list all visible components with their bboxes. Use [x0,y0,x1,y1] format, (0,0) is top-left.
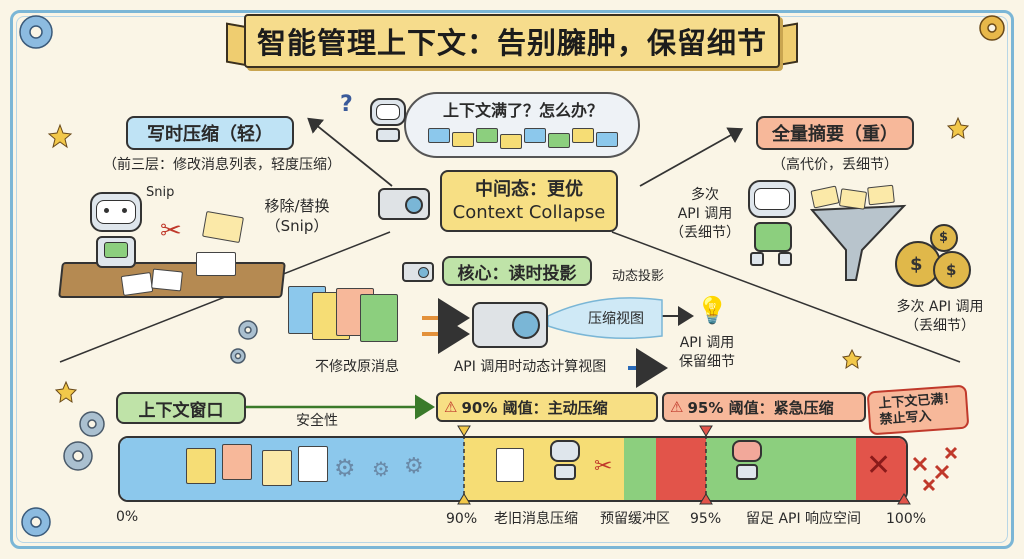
tick-95: 95% [690,511,722,527]
dynamic-projection-text: 动态投影 [612,269,665,284]
tick-0: 0% [116,509,139,525]
api-space-text: 留足 API 响应空间 [746,511,862,527]
tick-90: 90% [446,511,478,527]
summary-robot [744,180,800,266]
message-card [222,444,252,480]
message-card [452,132,474,147]
urgent-robot [730,440,764,480]
bar-full-region [856,438,906,500]
warning-icon: ⚠ [444,398,458,416]
gear-icon [63,320,258,471]
question-text: 上下文满了？怎么办？ [442,101,603,120]
star-icon [47,116,970,404]
api-keep-text: API 调用 保留细节 [679,335,735,370]
gear-icon [21,507,51,537]
question-mark-icon: ? [340,92,353,117]
full-summary-subtitle: （高代价，丢细节） [772,157,898,173]
api-compute-text: API 调用时动态计算视图 [453,359,607,375]
warn-95-text: 95% 阈值：紧急压缩 [687,398,834,417]
message-card [262,450,292,486]
projector-icon [378,188,430,220]
snip-action-text: 移除/替换 （Snip） [264,197,330,236]
bar-api-space-region [706,438,856,500]
context-collapse-line1: 中间态：更优 [475,178,583,200]
gear-icon: ⚙ [404,454,424,479]
bar-compress-region [464,438,624,500]
scissors-icon: ✂ [594,454,613,479]
close-icon: ✕ [866,448,892,483]
context-collapse-line2: Context Collapse [452,202,606,223]
projector-big-icon [472,302,548,348]
worried-robot [368,98,408,142]
compressed-view-text: 压缩视图 [588,311,644,327]
message-card [548,133,570,148]
message-card [298,446,328,482]
threshold-95-marker [699,425,713,505]
warn-90-box: ⚠ 90% 阈值：主动压缩 [436,392,658,422]
message-card [428,128,450,143]
paper-stack [196,252,236,276]
compress-old-text: 老旧消息压缩 [494,511,578,527]
dollar-icon: $ [939,230,949,245]
dollar-icon: $ [946,261,957,279]
title-banner: 智能管理上下文：告别臃肿，保留细节 [244,14,780,68]
no-modify-text: 不修改原消息 [315,359,399,375]
context-window-label: 上下文窗口 [116,392,246,424]
message-stack [288,284,416,354]
dollar-icon: $ [910,254,923,275]
page-title: 智能管理上下文：告别臃肿，保留细节 [256,26,767,60]
compress-robot [548,440,582,480]
page-frame [10,10,1014,549]
tick-100: 100% [886,511,927,527]
message-card [476,128,498,143]
gear-icon: ⚙ [372,457,390,481]
x-mark-icon [912,446,958,492]
money-bag-icon [895,224,971,289]
message-card [186,448,216,484]
message-card [496,448,524,482]
write-time-compress-subtitle: （前三层：修改消息列表，轻度压缩） [103,157,341,173]
full-summary-label: 全量摘要（重） [756,116,914,150]
core-label: 核心：读时投影 [442,256,592,286]
scissors-icon: ✂ [160,216,182,246]
lightbulb-icon: 💡 [696,296,729,326]
safety-text: 安全性 [296,413,338,429]
gear-icon [979,15,1005,41]
question-cloud [404,92,640,158]
warn-90-text: 90% 阈值：主动压缩 [461,398,608,417]
warning-icon: ⚠ [670,398,684,416]
bar-buffer-region [624,438,656,500]
projector-small-icon [402,262,434,282]
snip-robot [86,192,146,272]
message-card [572,128,594,143]
gear-icon: ⚙ [334,454,356,482]
message-card [500,134,522,149]
bar-safe-region [120,438,464,500]
snip-tag: Snip [146,185,175,200]
context-collapse-label: 中间态：更优 Context Collapse [440,170,618,232]
warn-95-box: ⚠ 95% 阈值：紧急压缩 [662,392,866,422]
bar-urgent-region [656,438,706,500]
threshold-90-marker [457,425,471,505]
money-api-note: 多次 API 调用 （丢细节） [896,299,984,334]
message-card [596,132,618,147]
api-call-note: 多次 API 调用 （丢细节） [670,187,740,241]
write-time-compress-label: 写时压缩（轻） [126,116,294,150]
threshold-100-marker [897,493,911,505]
message-card [524,128,546,143]
reserve-text: 预留缓冲区 [600,511,670,527]
gear-icon [19,15,53,49]
